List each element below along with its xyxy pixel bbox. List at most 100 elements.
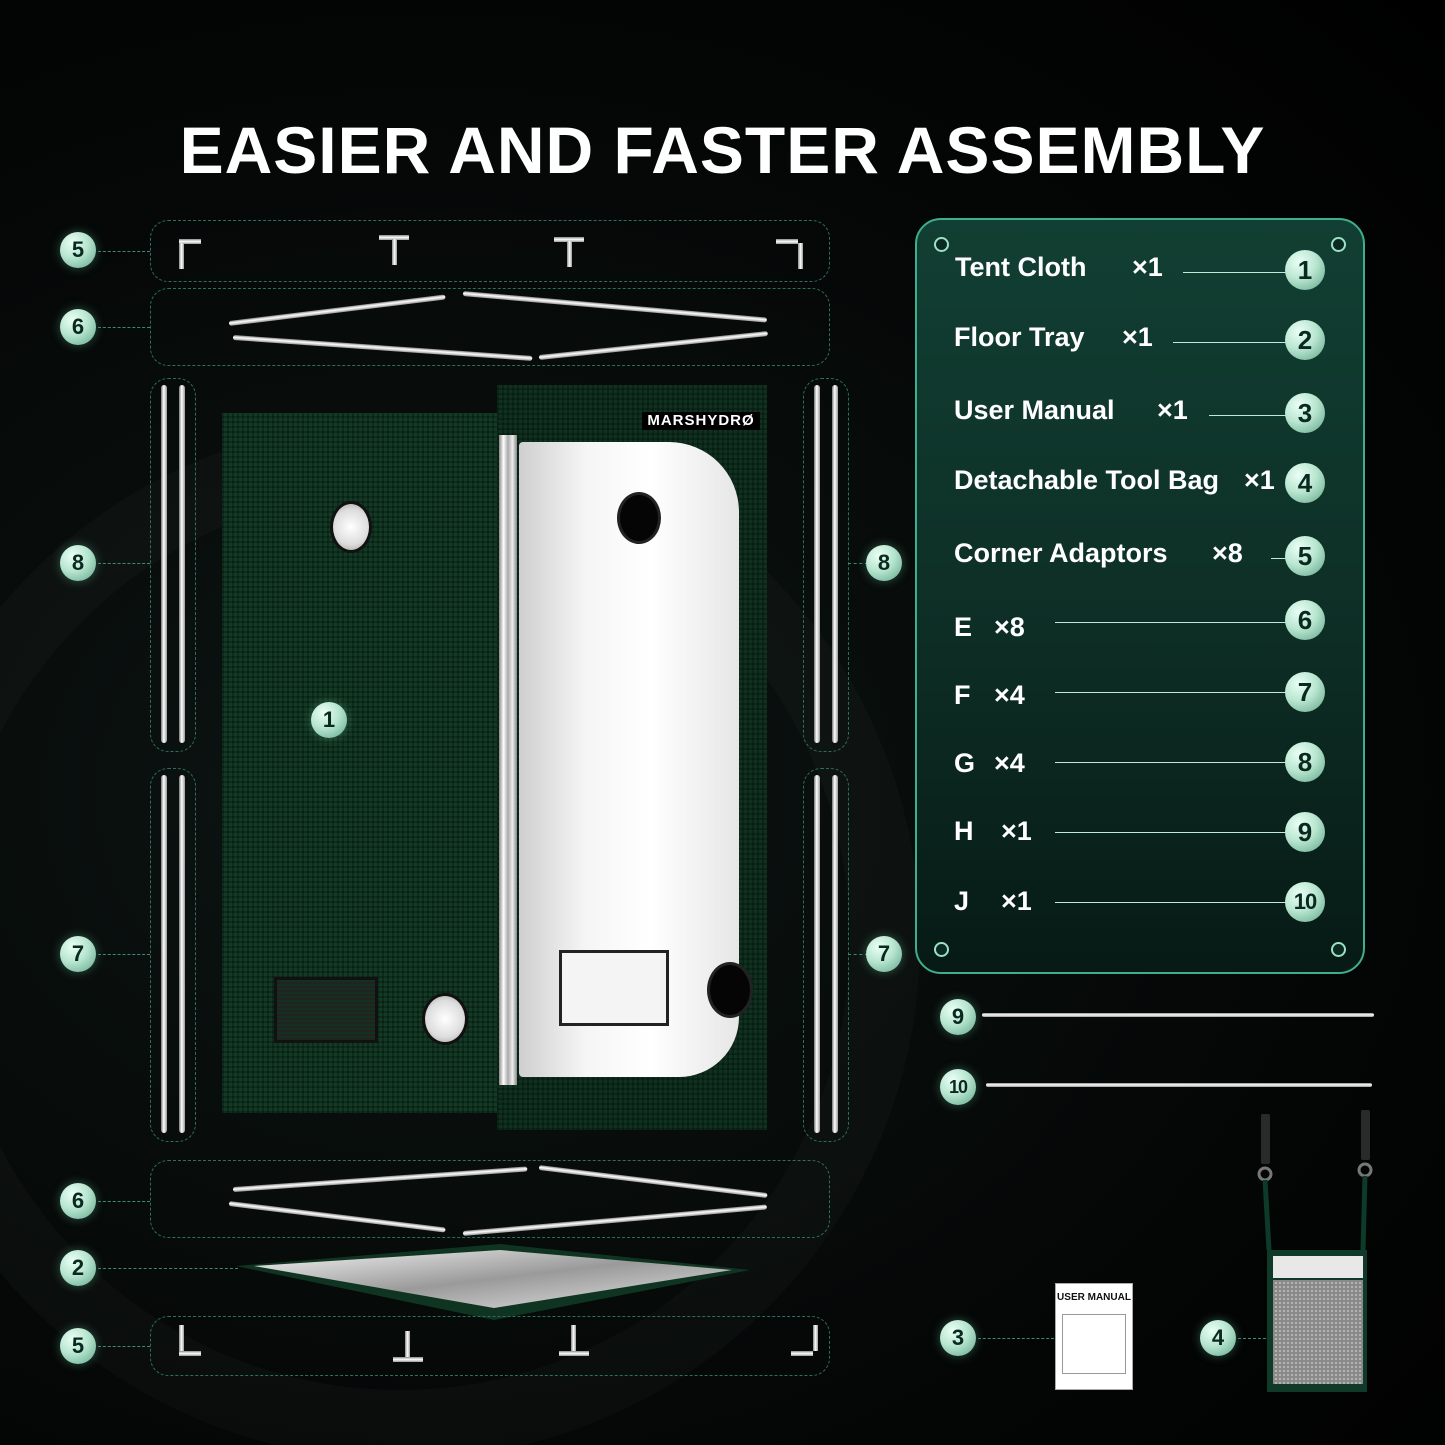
badge-10: 10 — [940, 1069, 976, 1105]
part-badge: 10 — [1285, 882, 1325, 922]
corner-adaptors-top-box — [150, 220, 830, 282]
leader-line — [98, 563, 150, 564]
badge-7-right: 7 — [866, 936, 902, 972]
pole-g — [832, 385, 838, 743]
part-row: User Manual ×1 3 — [917, 393, 1363, 435]
leader-line — [848, 954, 868, 955]
badge-8-right: 8 — [866, 545, 902, 581]
part-qty: ×1 — [1244, 465, 1275, 495]
part-qty: ×8 — [1212, 538, 1243, 568]
part-connector — [1055, 622, 1287, 623]
part-badge: 6 — [1285, 600, 1325, 640]
leader-line — [1238, 1338, 1266, 1339]
leader-line — [98, 1346, 150, 1347]
part-badge: 5 — [1285, 536, 1325, 576]
part-name: Corner Adaptors — [954, 538, 1168, 568]
tent-door-open — [519, 442, 753, 1077]
pole-f — [161, 775, 167, 1133]
badge-5-top: 5 — [60, 232, 96, 268]
panel-screw — [934, 942, 949, 957]
tent-brand-label: MARSHYDRØ — [642, 412, 760, 430]
badge-7-left: 7 — [60, 936, 96, 972]
leader-line — [978, 1338, 1054, 1339]
leader-line — [98, 954, 150, 955]
pole-e — [228, 294, 446, 326]
pole-g — [814, 385, 820, 743]
badge-8-left: 8 — [60, 545, 96, 581]
manual-title: USER MANUAL — [1057, 1292, 1131, 1303]
f-poles-left-box — [150, 768, 196, 1142]
part-connector — [1055, 902, 1287, 903]
tool-bag — [1257, 1110, 1373, 1392]
grow-tent-illustration: MARSHYDRØ — [222, 385, 767, 1130]
pole-e — [462, 1204, 768, 1236]
part-connector — [1209, 415, 1287, 416]
f-poles-right-box — [803, 768, 849, 1142]
corner-adaptors-bottom-box — [150, 1316, 830, 1376]
leader-line — [98, 251, 150, 252]
badge-2: 2 — [60, 1250, 96, 1286]
part-name: Tent Cloth — [955, 252, 1087, 282]
pole-g — [161, 385, 167, 743]
leader-line — [98, 327, 150, 328]
pole-f — [832, 775, 838, 1133]
part-name: E — [954, 612, 973, 642]
part-row: H ×1 9 — [917, 812, 1363, 856]
part-name: Floor Tray — [954, 322, 1085, 352]
leader-line — [98, 1268, 238, 1269]
e-poles-bottom-box — [150, 1160, 830, 1238]
e-poles-top-box — [150, 288, 830, 366]
part-name: J — [954, 886, 970, 916]
g-poles-right-box — [803, 378, 849, 752]
badge-5-bottom: 5 — [60, 1328, 96, 1364]
vent-hole — [707, 962, 753, 1018]
pole-f — [814, 775, 820, 1133]
pole-e — [232, 335, 533, 361]
pole-e — [538, 1165, 768, 1199]
part-qty: ×1 — [1001, 886, 1032, 916]
part-connector — [1173, 342, 1287, 343]
part-badge: 4 — [1285, 463, 1325, 503]
part-row: J ×1 10 — [917, 882, 1363, 926]
leader-line — [98, 1201, 150, 1202]
part-row: Tent Cloth ×1 1 — [917, 250, 1363, 292]
user-manual-booklet: USER MANUAL — [1055, 1283, 1133, 1390]
badge-1: 1 — [311, 702, 347, 738]
panel-screw — [1331, 237, 1346, 252]
manual-diagram — [1062, 1314, 1126, 1374]
part-row: G ×4 8 — [917, 742, 1363, 788]
pole-e — [232, 1166, 528, 1192]
part-connector — [1055, 692, 1287, 693]
tent-zipper — [499, 435, 517, 1085]
part-name: G — [954, 748, 976, 778]
part-badge: 8 — [1285, 742, 1325, 782]
pole-e — [462, 291, 768, 323]
part-badge: 7 — [1285, 672, 1325, 712]
part-connector — [1055, 762, 1287, 763]
vent-window — [559, 950, 669, 1026]
part-name: User Manual — [954, 395, 1115, 425]
part-row: Corner Adaptors ×8 5 — [917, 536, 1363, 578]
part-connector — [1183, 272, 1287, 273]
part-connector — [1055, 832, 1287, 833]
vent-window — [274, 977, 378, 1043]
part-row: Floor Tray ×1 2 — [917, 320, 1363, 362]
pole-h — [982, 1013, 1374, 1017]
badge-3: 3 — [940, 1320, 976, 1356]
part-name: F — [954, 680, 971, 710]
part-badge: 2 — [1285, 320, 1325, 360]
part-qty: ×4 — [994, 748, 1025, 778]
badge-4: 4 — [1200, 1320, 1236, 1356]
page-title: EASIER AND FASTER ASSEMBLY — [179, 113, 1266, 187]
pole-j — [986, 1083, 1372, 1087]
vent-hole — [422, 993, 468, 1045]
floor-tray — [236, 1244, 750, 1320]
part-qty: ×1 — [1001, 816, 1032, 846]
part-badge: 3 — [1285, 393, 1325, 433]
part-row: F ×4 7 — [917, 672, 1363, 720]
part-qty: ×4 — [994, 680, 1025, 710]
part-row: Detachable Tool Bag ×1 4 — [917, 463, 1363, 505]
part-badge: 9 — [1285, 812, 1325, 852]
parts-list-panel: Tent Cloth ×1 1 Floor Tray ×1 2 User Man… — [915, 218, 1365, 974]
pole-g — [179, 385, 185, 743]
